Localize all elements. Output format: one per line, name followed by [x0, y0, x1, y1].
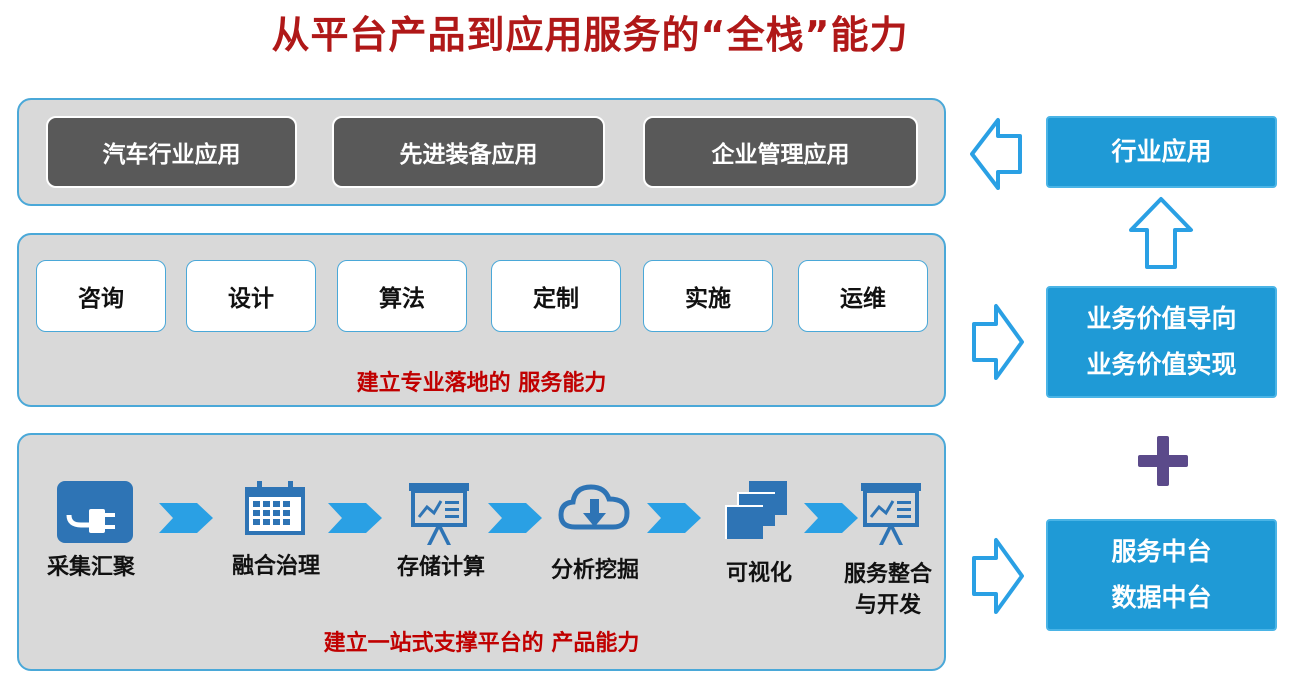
service-operations[interactable]: 运维: [798, 260, 928, 332]
service-middle-platform-label: 服务中台: [1111, 537, 1212, 566]
arrow-right-icon: [972, 538, 1024, 614]
calendar-icon: [245, 481, 305, 535]
arrow-up-icon: [1129, 197, 1193, 269]
arrow-right-icon: [972, 304, 1024, 380]
presentation-icon: [409, 483, 469, 545]
page-title: 从平台产品到应用服务的“全栈”能力: [271, 13, 909, 57]
app-automotive[interactable]: 汽车行业应用: [46, 116, 297, 188]
plus-icon: [1138, 436, 1188, 486]
platform-panel: 采集汇聚 融合治理 存储计算 分析挖掘: [17, 433, 946, 671]
service-algorithm[interactable]: 算法: [337, 260, 467, 332]
data-middle-platform-label: 数据中台: [1111, 583, 1212, 612]
app-enterprise-management[interactable]: 企业管理应用: [643, 116, 918, 188]
arrow-left-icon: [970, 118, 1022, 190]
step-analyze: 分析挖掘: [550, 558, 639, 583]
service-implementation[interactable]: 实施: [643, 260, 773, 332]
services-panel: 咨询 设计 算法 定制 实施 运维 建立专业落地的 服务能力: [17, 233, 946, 407]
step-service-integration-line1: 服务整合: [843, 562, 932, 587]
presentation-icon: [861, 483, 921, 545]
chevron-right-icon: [328, 503, 382, 533]
chevron-right-icon: [159, 503, 213, 533]
service-consulting[interactable]: 咨询: [36, 260, 166, 332]
business-value-line1: 业务价值导向: [1086, 304, 1237, 333]
step-service-integration: 服务整合 与开发: [823, 559, 953, 621]
middle-platform-box[interactable]: 服务中台 数据中台: [1046, 519, 1277, 631]
applications-panel: 汽车行业应用 先进装备应用 企业管理应用: [17, 98, 946, 206]
step-service-integration-line2: 与开发: [854, 593, 921, 618]
plug-icon: [57, 481, 133, 543]
service-customization[interactable]: 定制: [491, 260, 621, 332]
service-design[interactable]: 设计: [186, 260, 316, 332]
services-caption: 建立专业落地的 服务能力: [356, 371, 607, 396]
step-store-compute: 存储计算: [396, 555, 485, 580]
chevron-right-icon: [647, 503, 701, 533]
step-integrate: 融合治理: [231, 554, 320, 579]
stacked-windows-icon: [725, 481, 787, 539]
cloud-download-icon: [558, 484, 630, 530]
step-collect: 采集汇聚: [46, 555, 135, 580]
business-value-line2: 业务价值实现: [1086, 350, 1237, 379]
app-advanced-equipment[interactable]: 先进装备应用: [332, 116, 605, 188]
chevron-right-icon: [804, 503, 858, 533]
platform-caption: 建立一站式支撑平台的 产品能力: [323, 631, 640, 656]
industry-application-box[interactable]: 行业应用: [1046, 116, 1277, 188]
chevron-right-icon: [488, 503, 542, 533]
step-visualize: 可视化: [725, 561, 792, 586]
industry-application-label: 行业应用: [1111, 137, 1212, 166]
business-value-box[interactable]: 业务价值导向 业务价值实现: [1046, 286, 1277, 398]
